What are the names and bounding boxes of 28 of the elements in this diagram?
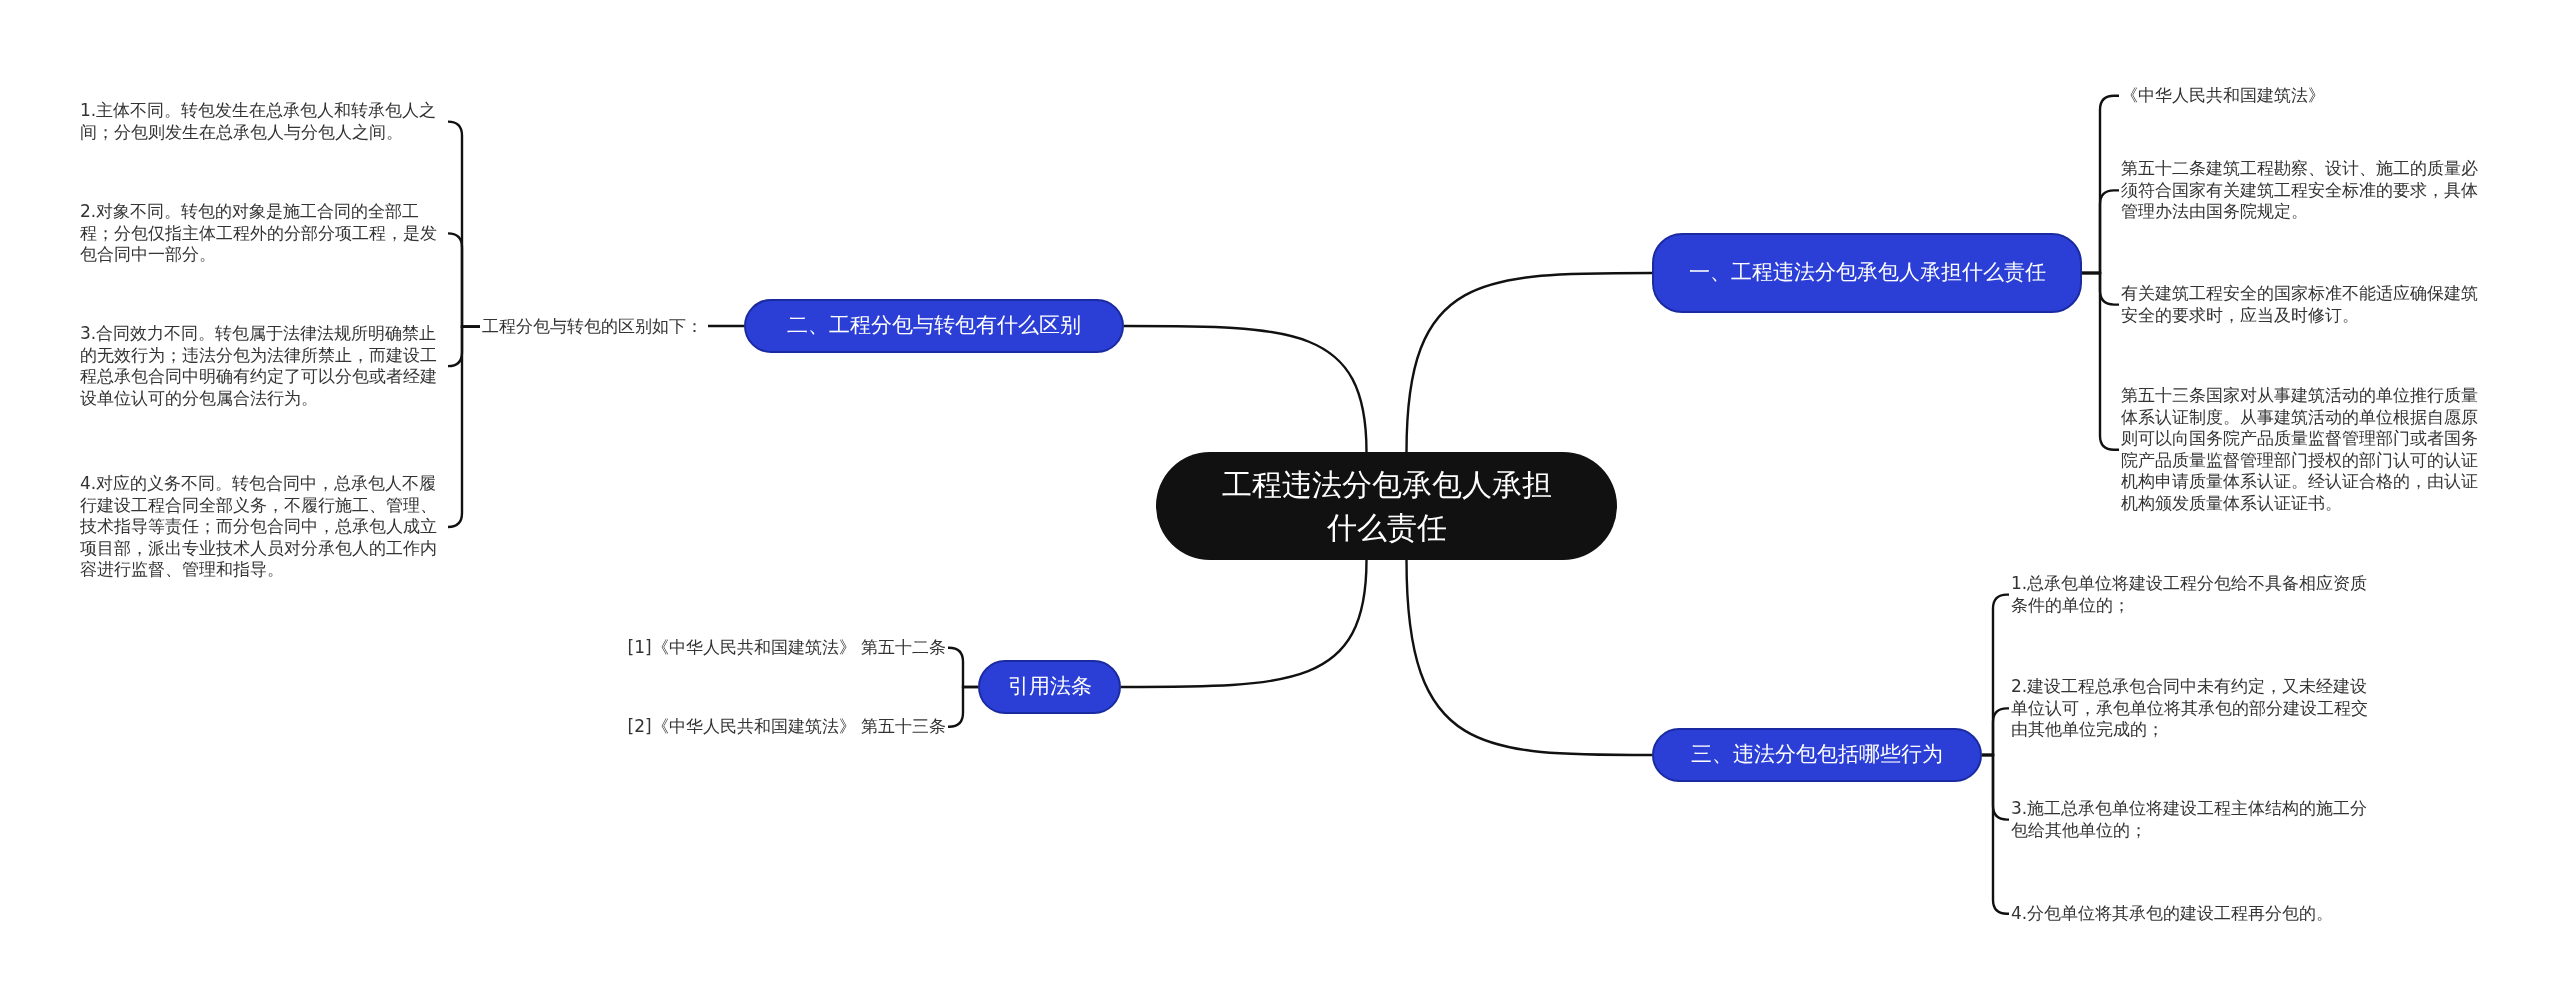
branch-topic: 一、工程违法分包承包人承担什么责任 (1652, 233, 2082, 313)
leaf-text: [1]《中华人民共和国建筑法》 第五十二条 (596, 634, 948, 662)
branch-topic: 二、工程分包与转包有什么区别 (744, 299, 1124, 353)
connector-line (708, 324, 744, 328)
connector-line (1405, 271, 1652, 453)
leaf-text: 2.对象不同。转包的对象是施工合同的全部工程；分包仅指主体工程外的分部分项工程，是发包合同中一部分。 (78, 198, 448, 269)
connector-line (446, 325, 480, 529)
connector-line (1124, 324, 1368, 453)
leaf-text: 4.分包单位将其承包的建设工程再分包的。 (2009, 900, 2379, 928)
leaf-text: 1.主体不同。转包发生在总承包人和转承包人之间；分包则发生在总承包人与分包人之间。 (78, 97, 448, 147)
connector-line (1121, 559, 1368, 689)
leaf-text: 1.总承包单位将建设工程分包给不具备相应资质条件的单位的； (2009, 570, 2379, 620)
central-topic: 工程违法分包承包人承担什么责任 (1156, 452, 1617, 560)
leaf-text: 3.合同效力不同。转包属于法律法规所明确禁止的无效行为；违法分包为法律所禁止，而建设工程总承包合同中明确有约定了可以分包或者经建设单位认可的分包属合法行为。 (78, 320, 448, 413)
branch-topic: 三、违法分包包括哪些行为 (1652, 728, 1982, 782)
connector-line (1405, 559, 1652, 757)
leaf-text: 《中华人民共和国建筑法》 (2119, 82, 2489, 110)
leaf-text: 工程分包与转包的区别如下： (480, 313, 708, 341)
leaf-text: 3.施工总承包单位将建设工程主体结构的施工分包给其他单位的； (2009, 795, 2379, 845)
connector-line (1982, 753, 2009, 915)
connector-line (947, 685, 978, 728)
leaf-text: [2]《中华人民共和国建筑法》 第五十三条 (596, 713, 948, 741)
leaf-text: 第五十三条国家对从事建筑活动的单位推行质量体系认证制度。从事建筑活动的单位根据自愿原则可以向国务院产品质量监督管理部门或者国务院产品质量监督管理部门授权的部门认可的认证机构申请质量体系认证。经认证合格的，由认证机构颁发质量体系认证证书。 (2119, 382, 2489, 518)
leaf-text: 第五十二条建筑工程勘察、设计、施工的质量必须符合国家有关建筑工程安全标准的要求，具体管理办法由国务院规定。 (2119, 155, 2489, 226)
leaf-text: 2.建设工程总承包合同中未有约定，又未经建设单位认可，承包单位将其承包的部分建设工程交由其他单位完成的； (2009, 673, 2379, 744)
leaf-text: 4.对应的义务不同。转包合同中，总承包人不履行建设工程合同全部义务，不履行施工、管理、技术指导等责任；而分包合同中，总承包人成立项目部，派出专业技术人员对分承包人的工作内容进行监督、管理和指导。 (78, 470, 448, 584)
branch-topic: 引用法条 (978, 660, 1121, 714)
leaf-text: 有关建筑工程安全的国家标准不能适应确保建筑安全的要求时，应当及时修订。 (2119, 280, 2489, 330)
